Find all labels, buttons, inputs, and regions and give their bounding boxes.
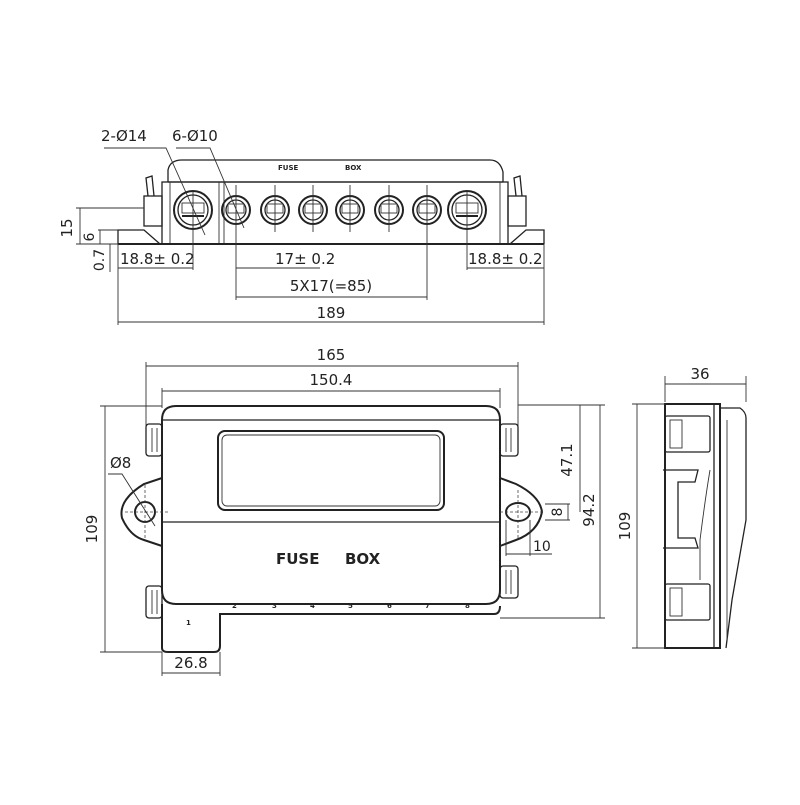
dim-depth-36: 36 [690, 365, 709, 383]
front-view: 165 150.4 FUSE BOX 1 2 3 4 5 6 7 8 [83, 346, 605, 676]
slot-number-3: 3 [272, 602, 277, 610]
dim-side-height-109: 109 [616, 512, 634, 541]
dim-right-offset: 18.8± 0.2 [468, 250, 543, 268]
dim-overall-height-109: 109 [83, 515, 101, 544]
dim-ear-slot-10: 10 [533, 539, 551, 555]
front-clips [145, 423, 519, 619]
top-view: FUSE BOX [58, 127, 545, 325]
top-embossed-fuse: FUSE [278, 164, 299, 172]
dim-half-height-47.1: 47.1 [558, 443, 576, 476]
slot-number-2: 2 [232, 602, 237, 610]
dim-overall-189: 189 [317, 304, 346, 322]
slot-number-1: 1 [186, 619, 191, 627]
dim-tab-width-26.8: 26.8 [174, 654, 207, 672]
side-view: 36 109 [616, 365, 747, 649]
slot-number-7: 7 [425, 602, 430, 610]
dim-pitch: 17± 0.2 [275, 250, 335, 268]
dim-flange-6: 6 [82, 232, 98, 241]
dim-height-15: 15 [58, 218, 76, 237]
dim-body-150.4: 150.4 [310, 371, 353, 389]
slot-number-6: 6 [387, 602, 392, 610]
dim-hole-diameter: Ø8 [110, 454, 131, 472]
dim-mount-height-94.2: 94.2 [580, 493, 598, 526]
callout-small-holes: 6-Ø10 [172, 127, 218, 145]
front-label-fuse: FUSE [276, 550, 319, 568]
slot-number-8: 8 [465, 602, 470, 610]
dim-left-offset: 18.8± 0.2 [120, 250, 195, 268]
small-holes [221, 195, 442, 225]
slot-number-5: 5 [348, 602, 353, 610]
dim-ear-slot-8: 8 [550, 508, 566, 517]
slot-number-4: 4 [310, 602, 315, 610]
dim-pitch-total: 5X17(=85) [290, 277, 372, 295]
top-embossed-box: BOX [345, 164, 362, 172]
dim-overall-165: 165 [317, 346, 346, 364]
dim-base-0.7: 0.7 [92, 249, 108, 271]
front-label-box: BOX [345, 550, 381, 568]
callout-large-holes: 2-Ø14 [101, 127, 147, 145]
